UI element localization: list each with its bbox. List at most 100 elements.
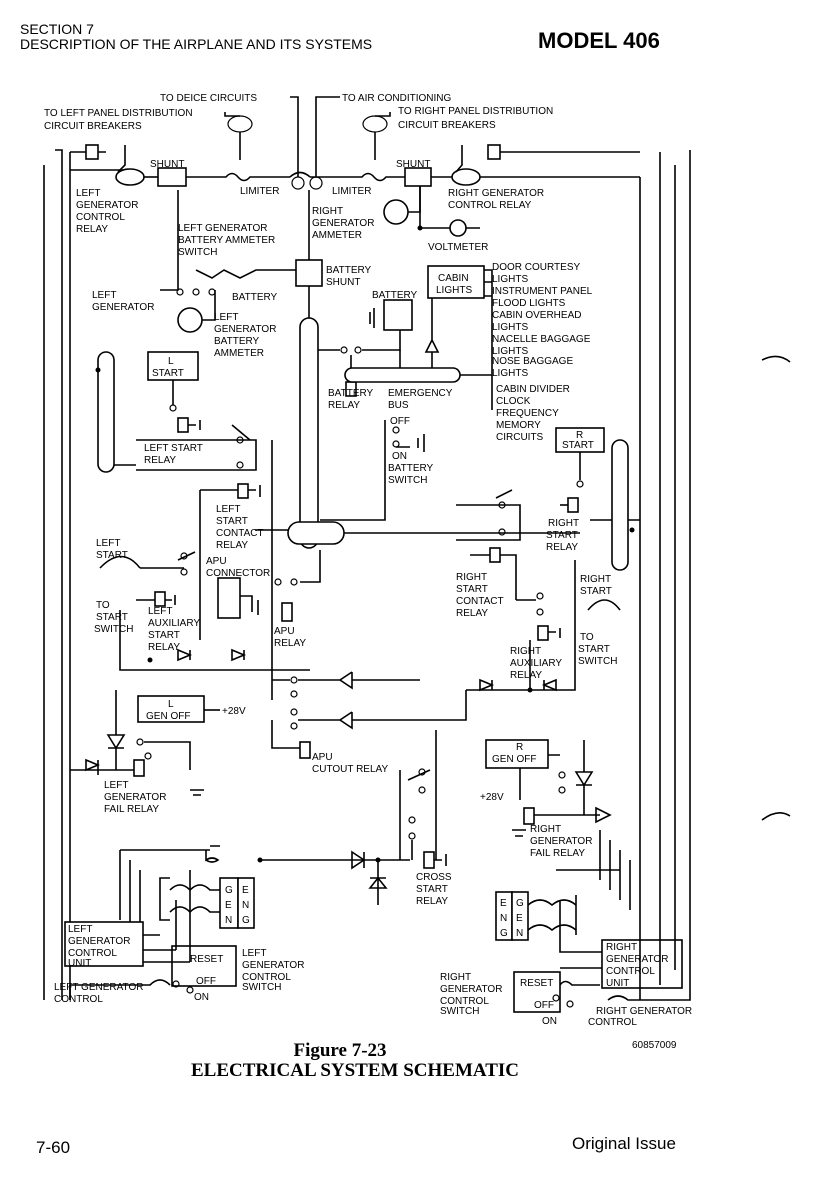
label-limiter-right: LIMITER bbox=[332, 186, 371, 197]
label-rga: GENERATOR bbox=[312, 218, 374, 229]
label-to-start-switch: TO bbox=[96, 600, 110, 611]
right-generator bbox=[495, 150, 691, 1013]
label-rsr: START bbox=[546, 530, 578, 541]
label-cross-start: START bbox=[416, 884, 448, 895]
label-battery-relay: BATTERY bbox=[328, 388, 374, 399]
label-to-right-panel: TO RIGHT PANEL DISTRIBUTION bbox=[398, 106, 553, 117]
label-rga: AMMETER bbox=[312, 230, 362, 241]
label-load: LIGHTS bbox=[492, 274, 528, 285]
label-right-start: START bbox=[580, 586, 612, 597]
label-lgcr: GENERATOR bbox=[76, 200, 138, 211]
label-lgcu: UNIT bbox=[68, 958, 91, 969]
label-gen-letter: E bbox=[225, 900, 232, 911]
generator-fail-section bbox=[70, 671, 612, 860]
label-battery-arrow: BATTERY bbox=[232, 292, 278, 303]
label-apu-connector: APU bbox=[206, 556, 227, 567]
label-lgfr: FAIL RELAY bbox=[104, 804, 159, 815]
label-to-air: TO AIR CONDITIONING bbox=[342, 93, 451, 104]
label-to-start-switch: START bbox=[96, 612, 128, 623]
label-plus28v-right: +28V bbox=[480, 792, 504, 803]
left-distribution-wiring bbox=[43, 149, 300, 1000]
label-emergency-bus: EMERGENCY bbox=[388, 388, 453, 399]
label-lgcs: SWITCH bbox=[242, 982, 281, 993]
label-battery-relay: RELAY bbox=[328, 400, 360, 411]
label-rgcu: UNIT bbox=[606, 978, 629, 989]
label-right-to-start-switch: START bbox=[578, 644, 610, 655]
label-limiter-left: LIMITER bbox=[240, 186, 279, 197]
cross-start-section bbox=[257, 816, 447, 905]
label-lasr: RELAY bbox=[148, 642, 180, 653]
label-battery-switch: BATTERY bbox=[388, 463, 434, 474]
right-start-section bbox=[456, 427, 640, 693]
label-battery-switch-off: OFF bbox=[390, 416, 410, 427]
label-r-gen-off: R bbox=[516, 742, 523, 753]
label-rscr: START bbox=[456, 584, 488, 595]
label-reset-right: RESET bbox=[520, 978, 553, 989]
label-rscr: CONTACT bbox=[456, 596, 504, 607]
label-lgcs: CONTROL bbox=[242, 972, 291, 983]
label-rgfr: RIGHT bbox=[530, 824, 561, 835]
label-lscr: RELAY bbox=[216, 540, 248, 551]
label-lscr: CONTACT bbox=[216, 528, 264, 539]
left-start-section bbox=[99, 351, 580, 700]
label-eng-letter: N bbox=[242, 900, 249, 911]
label-apu-relay: RELAY bbox=[274, 638, 306, 649]
label-gen-letter: N bbox=[225, 915, 232, 926]
section-description: DESCRIPTION OF THE AIRPLANE AND ITS SYST… bbox=[20, 36, 373, 52]
label-rsr: RIGHT bbox=[548, 518, 579, 529]
label-on-right: ON bbox=[542, 1016, 557, 1027]
label-lgbas: BATTERY AMMETER bbox=[178, 235, 275, 246]
label-plus28v-left: +28V bbox=[222, 706, 246, 717]
label-battery-switch-on: ON bbox=[392, 451, 407, 462]
label-load: FLOOD LIGHTS bbox=[492, 298, 566, 309]
label-gen-letter-right: N bbox=[516, 928, 523, 939]
label-rsr: RELAY bbox=[546, 542, 578, 553]
label-lgcr: RELAY bbox=[76, 224, 108, 235]
label-lgba: GENERATOR bbox=[214, 324, 276, 335]
left-generator bbox=[64, 845, 255, 1000]
label-load: MEMORY bbox=[496, 420, 541, 431]
label-load: LIGHTS bbox=[492, 322, 528, 333]
figure-number: Figure 7-23 bbox=[293, 1040, 387, 1061]
label-to-left-panel: TO LEFT PANEL DISTRIBUTION bbox=[44, 108, 193, 119]
battery-section bbox=[295, 190, 493, 549]
label-l-gen-off: GEN OFF bbox=[146, 711, 190, 722]
label-lgcu: LEFT bbox=[68, 924, 92, 935]
label-left-start: START bbox=[96, 550, 128, 561]
label-r-start: R bbox=[576, 430, 583, 441]
label-lasr: LEFT bbox=[148, 606, 172, 617]
label-l-gen-off: L bbox=[168, 699, 174, 710]
label-to-start-switch: SWITCH bbox=[94, 624, 133, 635]
label-cabin-lights: LIGHTS bbox=[436, 285, 472, 296]
label-rgcu: GENERATOR bbox=[606, 954, 668, 965]
label-to-right-panel-cb: CIRCUIT BREAKERS bbox=[398, 120, 496, 131]
label-load: NACELLE BAGGAGE bbox=[492, 334, 591, 345]
figure-code: 60857009 bbox=[632, 1040, 677, 1051]
label-lgcr: LEFT bbox=[76, 188, 100, 199]
label-left-generator: GENERATOR bbox=[92, 302, 154, 313]
label-right-to-start-switch: TO bbox=[580, 632, 594, 643]
label-left-start: LEFT bbox=[96, 538, 120, 549]
label-lasr: START bbox=[148, 630, 180, 641]
label-off-right: OFF bbox=[534, 1000, 554, 1011]
label-left-start-relay: LEFT START bbox=[144, 443, 203, 454]
margin-mark bbox=[761, 812, 791, 821]
section-label: SECTION 7 bbox=[20, 21, 94, 37]
label-rgcs: CONTROL bbox=[440, 996, 489, 1007]
label-lgbas: SWITCH bbox=[178, 247, 217, 258]
label-right-gen-control: CONTROL bbox=[588, 1017, 637, 1028]
label-rga: RIGHT bbox=[312, 206, 343, 217]
label-rasr: RIGHT bbox=[510, 646, 541, 657]
label-lgcs: GENERATOR bbox=[242, 960, 304, 971]
figure-title: ELECTRICAL SYSTEM SCHEMATIC bbox=[190, 1060, 519, 1081]
label-lgba: LEFT bbox=[214, 312, 238, 323]
label-rgcr: RIGHT GENERATOR bbox=[448, 188, 544, 199]
label-load: LIGHTS bbox=[492, 368, 528, 379]
label-right-to-start-switch: SWITCH bbox=[578, 656, 617, 667]
label-lgba: AMMETER bbox=[214, 348, 264, 359]
label-emergency-bus: BUS bbox=[388, 400, 409, 411]
label-cross-start: RELAY bbox=[416, 896, 448, 907]
label-l-start: L bbox=[168, 356, 174, 367]
label-load: CLOCK bbox=[496, 396, 531, 407]
